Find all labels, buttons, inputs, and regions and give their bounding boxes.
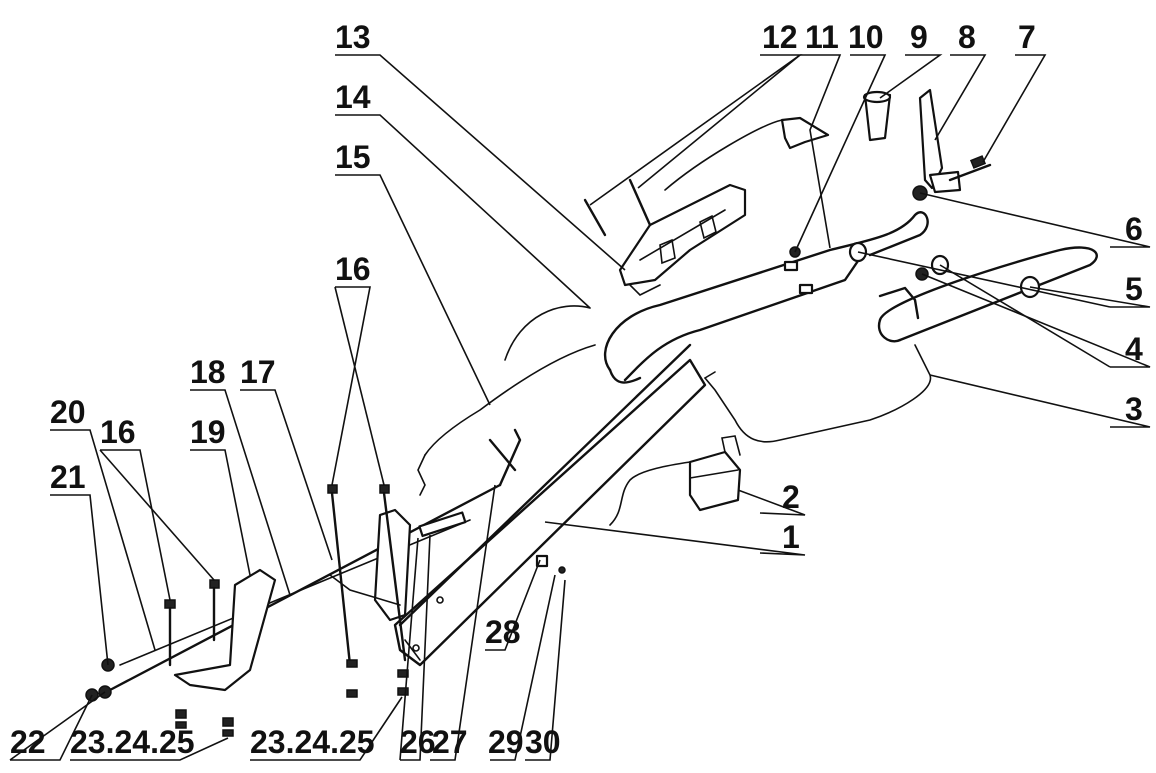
main-frame-tube <box>393 343 707 667</box>
small-fasteners <box>535 554 566 574</box>
handle-grips <box>848 185 1041 299</box>
callout-22: 22 <box>10 724 46 760</box>
callout-13: 13 <box>335 19 371 55</box>
callout-labels: 1 2 3 4 5 6 7 8 9 10 11 12 13 14 15 16 1… <box>10 19 1143 760</box>
callout-30: 30 <box>525 724 561 760</box>
callout-26: 26 <box>400 724 436 760</box>
grip-cap <box>862 90 892 142</box>
callout-8: 8 <box>958 19 976 55</box>
callout-23-24-25-left: 23.24.25 <box>70 724 195 760</box>
callout-17: 17 <box>240 354 276 390</box>
callout-2: 2 <box>782 479 800 515</box>
callout-1: 1 <box>782 519 800 555</box>
callout-16-left: 16 <box>100 414 136 450</box>
callout-28: 28 <box>485 614 521 650</box>
switch-housing <box>609 435 742 526</box>
callout-18: 18 <box>190 354 226 390</box>
callout-11: 11 <box>805 19 839 55</box>
shift-housing <box>583 178 747 296</box>
callout-12: 12 <box>762 19 798 55</box>
callout-7: 7 <box>1018 19 1036 55</box>
parts-drawing <box>85 88 1098 737</box>
callout-16-top: 16 <box>335 251 371 287</box>
callout-29: 29 <box>488 724 524 760</box>
callout-19: 19 <box>190 414 226 450</box>
callout-9: 9 <box>910 19 928 55</box>
callout-21: 21 <box>50 459 86 495</box>
clutch-lever <box>918 88 992 194</box>
lower-control-rods <box>108 428 522 692</box>
throttle-assembly <box>664 116 830 295</box>
callout-15: 15 <box>335 139 371 175</box>
callout-5: 5 <box>1125 271 1143 307</box>
callout-20: 20 <box>50 394 86 430</box>
callout-6: 6 <box>1125 211 1143 247</box>
control-cables <box>417 305 596 496</box>
callout-10: 10 <box>848 19 884 55</box>
callout-14: 14 <box>335 79 371 115</box>
fastener-stacks <box>85 484 409 737</box>
handlebar-loop <box>604 211 1098 443</box>
leader-lines <box>9 54 1151 761</box>
callout-3: 3 <box>1125 391 1143 427</box>
callout-23-24-25-right: 23.24.25 <box>250 724 375 760</box>
callout-27: 27 <box>432 724 468 760</box>
callout-4: 4 <box>1125 331 1143 367</box>
